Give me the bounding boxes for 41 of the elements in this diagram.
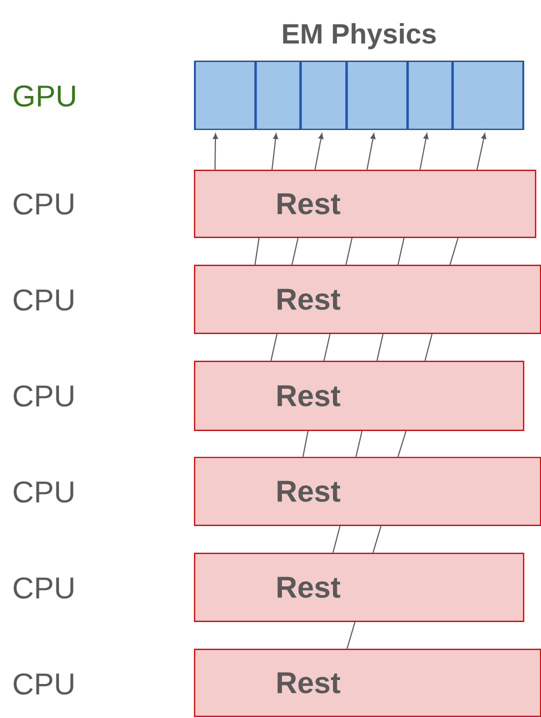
connector-line (372, 526, 382, 553)
row-label: GPU (14, 85, 75, 107)
arrow (271, 133, 278, 170)
arrow (314, 133, 324, 170)
connector-line (291, 238, 299, 265)
cell-box (408, 60, 453, 130)
connector-line (397, 238, 405, 265)
connector-line (376, 334, 384, 361)
connector-line (424, 334, 433, 361)
connector-line (449, 238, 459, 265)
arrow (366, 133, 376, 170)
cell-box (256, 60, 301, 130)
connector-line (355, 430, 363, 457)
arrow (212, 133, 218, 170)
row-label: CPU (14, 673, 74, 695)
connector-line (332, 526, 341, 553)
row-label: CPU (14, 577, 74, 599)
process-box: Rest (194, 456, 541, 526)
connector-line (254, 238, 260, 265)
process-box: Rest (194, 360, 524, 431)
connector-line (323, 334, 331, 361)
process-box: Rest (194, 552, 524, 622)
row-label: CPU (14, 385, 74, 407)
arrow (419, 133, 428, 170)
cell-box (300, 60, 347, 130)
connector-line (270, 334, 278, 361)
row-label: CPU (14, 289, 74, 311)
cell-box (194, 60, 256, 130)
cell-box (346, 60, 408, 130)
cell-box (452, 60, 524, 130)
node-label: EM Physics (283, 23, 436, 50)
process-box: Rest (194, 264, 541, 334)
row-label: CPU (14, 481, 74, 503)
arrow (476, 133, 486, 170)
row-label: CPU (14, 193, 74, 215)
connector-line (346, 622, 356, 649)
connector-line (345, 238, 353, 265)
connector-line (302, 430, 309, 457)
process-box: Rest (194, 648, 541, 717)
process-box: Rest (194, 170, 536, 238)
connector-line (397, 430, 407, 457)
